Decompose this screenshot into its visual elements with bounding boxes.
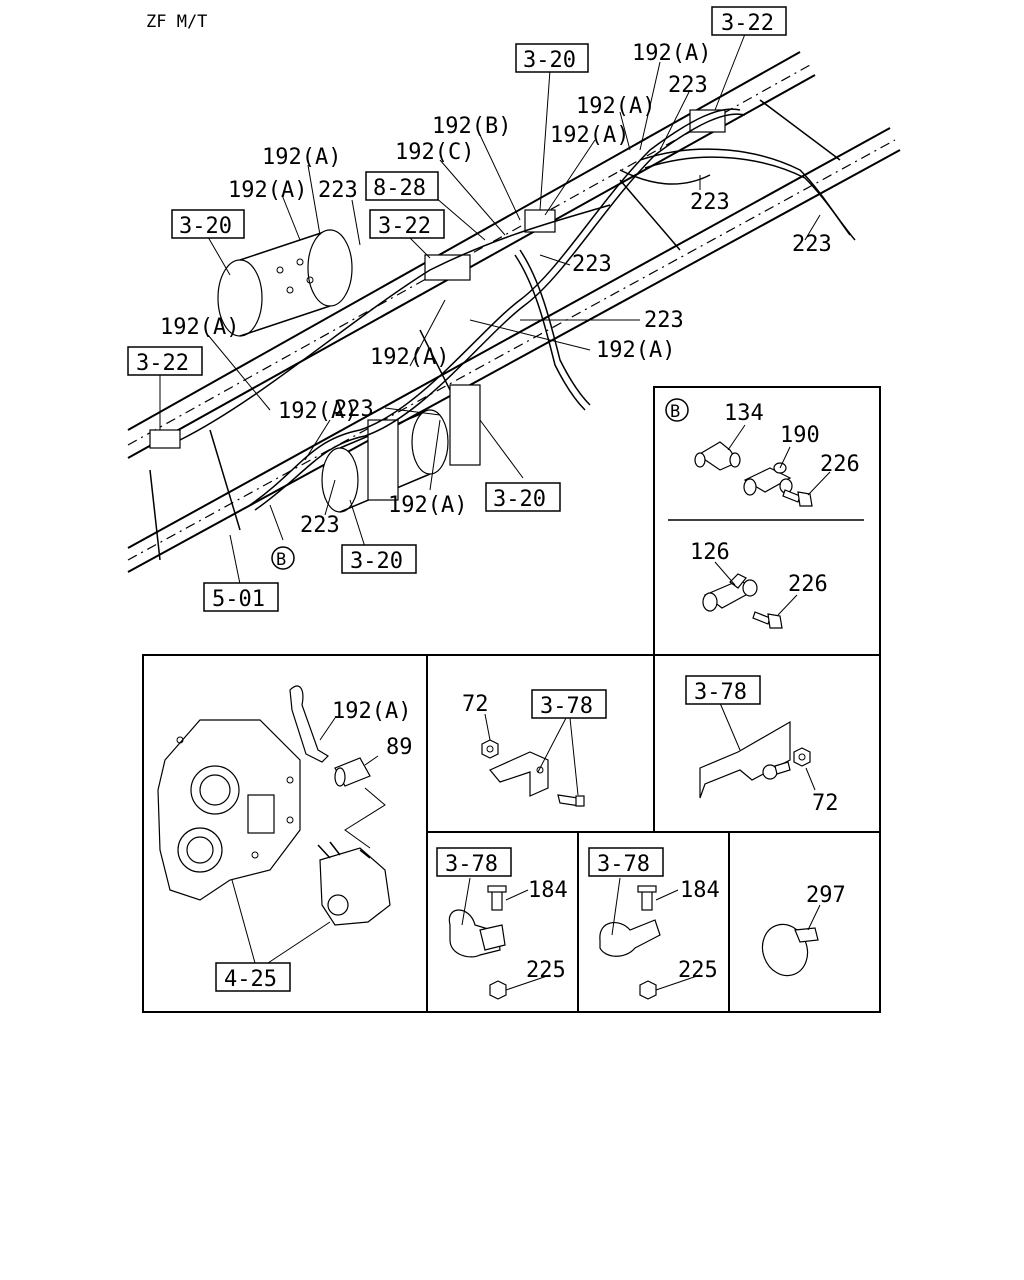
part-label: 225 bbox=[678, 958, 718, 983]
part-label: 192(A) bbox=[160, 315, 239, 340]
detail-b-panel-marker: B bbox=[665, 398, 689, 422]
part-label: 184 bbox=[528, 878, 568, 903]
part-label: 126 bbox=[690, 540, 730, 565]
part-label: 223 bbox=[690, 190, 730, 215]
part-label: 192(A) bbox=[632, 41, 711, 66]
part-label: 192(A) bbox=[262, 145, 341, 170]
detail-b-panel bbox=[653, 386, 881, 656]
svg-text:B: B bbox=[670, 402, 680, 422]
ref-box-5-01[interactable]: 5-01 bbox=[203, 582, 279, 612]
part-label: 192(A) bbox=[370, 345, 449, 370]
part-label: 225 bbox=[526, 958, 566, 983]
ref-box-3-78-clamp1[interactable]: 3-78 bbox=[436, 847, 512, 877]
clamp-part bbox=[448, 885, 507, 1000]
svg-text:3-22: 3-22 bbox=[378, 214, 431, 239]
valve-block bbox=[149, 429, 181, 449]
part-label: 134 bbox=[724, 401, 764, 426]
cable-tie-297 bbox=[761, 923, 819, 977]
bolt-226-upper bbox=[782, 489, 813, 507]
svg-text:3-20: 3-20 bbox=[523, 48, 576, 73]
svg-text:3-20: 3-20 bbox=[493, 487, 546, 512]
air-tank-left bbox=[217, 229, 353, 337]
part-label: 223 bbox=[300, 513, 340, 538]
part-label: 226 bbox=[820, 452, 860, 477]
svg-text:B: B bbox=[276, 550, 286, 570]
part-label: 223 bbox=[572, 252, 612, 277]
ref-box-3-20-right[interactable]: 3-20 bbox=[485, 482, 561, 512]
svg-text:3-78: 3-78 bbox=[694, 680, 747, 705]
svg-text:3-22: 3-22 bbox=[721, 11, 774, 36]
fitting-89 bbox=[334, 757, 371, 787]
ref-box-3-20-bottom[interactable]: 3-20 bbox=[341, 544, 417, 574]
clamp-part bbox=[599, 885, 661, 1000]
bracket-part bbox=[699, 720, 791, 799]
tee-fitting-190 bbox=[743, 462, 793, 496]
diagram-title: ZF M/T bbox=[146, 12, 207, 32]
svg-text:3-20: 3-20 bbox=[350, 549, 403, 574]
gearbox-assembly bbox=[157, 719, 391, 926]
ref-box-8-28[interactable]: 8-28 bbox=[365, 171, 439, 201]
ref-box-3-22-left[interactable]: 3-22 bbox=[127, 346, 203, 376]
part-label: 223 bbox=[668, 73, 708, 98]
svg-text:3-22: 3-22 bbox=[136, 351, 189, 376]
ref-box-3-78-bracket2[interactable]: 3-78 bbox=[685, 675, 761, 705]
detail-b-marker[interactable]: B bbox=[271, 546, 295, 570]
svg-text:3-78: 3-78 bbox=[540, 694, 593, 719]
part-label: 223 bbox=[792, 232, 832, 257]
ref-box-4-25[interactable]: 4-25 bbox=[215, 962, 291, 992]
valve-block bbox=[424, 254, 471, 281]
elbow-fitting-134 bbox=[694, 441, 741, 471]
ref-box-3-78-bracket1[interactable]: 3-78 bbox=[531, 689, 607, 719]
svg-text:4-25: 4-25 bbox=[224, 967, 277, 992]
bracket-part bbox=[489, 751, 585, 807]
part-label: 190 bbox=[780, 423, 820, 448]
part-label: 192(A) bbox=[332, 699, 411, 724]
part-label: 192(A) bbox=[228, 178, 307, 203]
nut-72 bbox=[793, 747, 811, 767]
hose-192a bbox=[289, 685, 329, 763]
part-label: 297 bbox=[806, 883, 846, 908]
ref-box-3-20-top[interactable]: 3-20 bbox=[515, 43, 589, 73]
svg-text:3-78: 3-78 bbox=[445, 852, 498, 877]
part-label: 184 bbox=[680, 878, 720, 903]
part-label: 192(B) bbox=[432, 114, 511, 139]
part-label: 223 bbox=[644, 308, 684, 333]
part-label: 192(C) bbox=[395, 140, 474, 165]
svg-text:3-20: 3-20 bbox=[179, 214, 232, 239]
part-label: 192(A) bbox=[596, 338, 675, 363]
chassis-view bbox=[127, 33, 901, 585]
part-label: 192(A) bbox=[550, 123, 629, 148]
svg-text:3-78: 3-78 bbox=[597, 852, 650, 877]
part-label: 223 bbox=[334, 397, 374, 422]
part-label: 89 bbox=[386, 735, 413, 760]
svg-text:8-28: 8-28 bbox=[373, 176, 426, 201]
ref-box-3-22-mid[interactable]: 3-22 bbox=[369, 209, 445, 239]
part-label: 72 bbox=[462, 692, 489, 717]
part-label: 72 bbox=[812, 791, 839, 816]
part-label: 192(A) bbox=[278, 399, 357, 424]
ref-box-3-22-top[interactable]: 3-22 bbox=[711, 6, 787, 36]
bolt-226-lower bbox=[752, 611, 783, 629]
part-label: 192(A) bbox=[388, 493, 467, 518]
nut-72 bbox=[481, 739, 499, 759]
tee-fitting-126 bbox=[702, 573, 758, 612]
part-label: 223 bbox=[318, 178, 358, 203]
part-label: 226 bbox=[788, 572, 828, 597]
ref-box-3-20-left[interactable]: 3-20 bbox=[171, 209, 245, 239]
ref-box-3-78-clamp2[interactable]: 3-78 bbox=[588, 847, 664, 877]
lower-panels-frame bbox=[142, 654, 881, 1013]
svg-text:5-01: 5-01 bbox=[212, 587, 265, 612]
part-label: 192(A) bbox=[576, 94, 655, 119]
